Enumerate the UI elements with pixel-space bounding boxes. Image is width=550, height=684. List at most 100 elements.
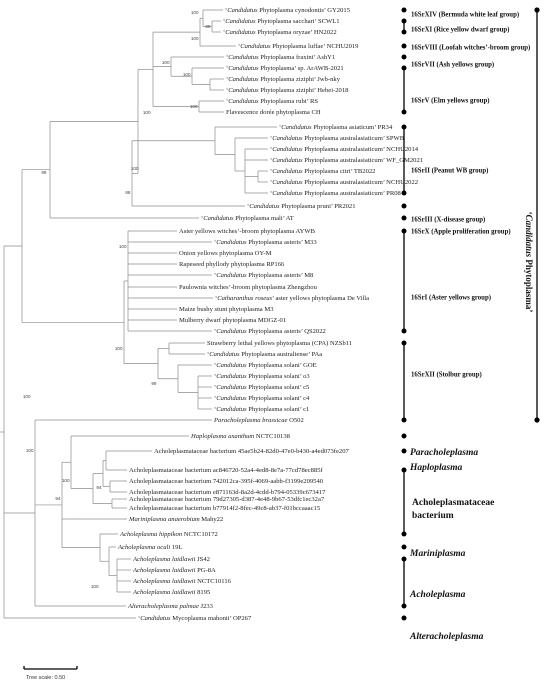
subgroup-label: 16SrI (Aster yellows group) xyxy=(411,294,491,301)
bootstrap-value: 100 xyxy=(191,10,199,15)
genus-bracket-dot xyxy=(401,615,407,621)
phytoplasma-clade-label: ‘Candidatus Phytoplasma’ xyxy=(524,212,534,313)
subgroup-bracket-dot xyxy=(401,340,407,346)
genus-bracket-dot xyxy=(401,531,407,537)
leaf-label: ‘Candidatus Phytoplasma australasiaticum… xyxy=(270,179,418,186)
leaf-label: ‘Candidatus Phytoplasma ziziphi’ Hebei-2… xyxy=(226,87,349,94)
leaf-label: ‘Candidatus Phytoplasma solani’ o3 xyxy=(214,373,310,380)
bootstrap-value: 94 xyxy=(96,485,102,490)
subgroup-bracket-dot xyxy=(401,203,407,209)
subgroup-bracket-dot xyxy=(401,109,407,115)
leaf-label: Acholeplasma laidlawii NCTC10116 xyxy=(132,578,232,585)
subgroup-label: 16SrXI (Rice yellow dwarf group) xyxy=(411,26,509,33)
genus-bracket-dot xyxy=(401,448,407,454)
bootstrap-labels: 1008910010010010010010088991001009910010… xyxy=(23,10,211,589)
leaf-label: ‘Candidatus Phytoplasma luffae’ NCHU2019 xyxy=(238,43,359,50)
leaf-label: ‘Candidatus Mycoplasma mahonii’ OP267 xyxy=(138,615,252,622)
subgroup-label: 16SrXIV (Bermuda white leaf group) xyxy=(411,11,519,18)
subgroup-bracket-dot xyxy=(401,417,407,423)
leaf-label: ‘Candidatus Phytoplasma solani’ c5 xyxy=(214,384,310,391)
bootstrap-value: 99 xyxy=(151,381,157,386)
leaf-label: ‘Candidatus Phytoplasma asteris’ M8 xyxy=(214,272,314,279)
leaf-label: ‘Candidatus Phytoplasma asteris’ QS2022 xyxy=(214,328,326,335)
leaf-label: ‘Candidatus Phytoplasma mali’ AT xyxy=(201,215,294,222)
subgroup-bracket-dot xyxy=(401,190,407,196)
leaf-label: Mariniplasma anaerobium Mahy22 xyxy=(128,516,223,523)
subgroup-bracket-dot xyxy=(401,43,407,49)
leaf-label: ‘Candidatus Phytoplasma australasiaticum… xyxy=(270,190,402,197)
leaf-label: Maize bushy stunt phytoplasma M3 xyxy=(179,306,274,313)
subgroup-label: 16SrII (Peanut WB group) xyxy=(411,167,488,174)
subgroup-label: 16SrX (Apple proliferation group) xyxy=(411,228,511,235)
leaf-label: ‘Candidatus Phytoplasma fraxini’ AshY1 xyxy=(226,54,335,61)
group-bars xyxy=(401,7,540,621)
leaf-label: Acholeplasma oculi 19L xyxy=(117,544,182,551)
leaf-label: ‘Candidatus Phytoplasma’ sp. ArAWB-2021 xyxy=(226,65,344,72)
bootstrap-value: 100 xyxy=(62,478,70,483)
bootstrap-value: 100 xyxy=(131,166,139,171)
bootstrap-value: 100 xyxy=(143,110,151,115)
leaf-label: ‘Candidatus Phytoplasma australasiaticum… xyxy=(270,135,405,142)
leaf-label: Paulownia witches’-broom phytoplasma Zhe… xyxy=(179,284,318,291)
leaf-label: Onion yellows phytoplasma OY-M xyxy=(179,250,272,257)
leaf-label: ‘Candidatus Phytoplasma rubi’ RS xyxy=(226,98,318,105)
leaf-label: ‘Candidatus Phytoplasma cynodontis’ GY20… xyxy=(225,7,351,14)
subgroup-label: 16SrV (Elm yellows group) xyxy=(411,97,489,104)
leaf-label: Flavescence dorée phytoplasma CH xyxy=(226,109,321,116)
leaf-label: Alteracholeplasma palmae J233 xyxy=(127,603,214,610)
leaf-label: ‘Candidatus Phytoplasma australasiaticum… xyxy=(270,157,423,164)
leaf-label: Haploplasma axanthum NCTC10138 xyxy=(190,433,291,440)
bootstrap-value: 100 xyxy=(191,36,199,41)
genus-label-paracholeplasma: Paracholeplasma xyxy=(410,448,478,458)
scale-label: Tree scale: 0.50 xyxy=(26,675,65,681)
leaf-label: ‘Candidatus Phytoplasma australasiaticum… xyxy=(270,146,419,153)
subgroup-bracket-dot xyxy=(401,124,407,130)
genus-label-alteracholeplasma: Alteracholeplasma xyxy=(409,632,484,642)
leaf-label: ‘Candidatus Phytoplasma oryzae’ HN2022 xyxy=(223,29,337,36)
leaf-label: Acholeplasma laidlawii PG-8A xyxy=(132,567,216,574)
leaf-label: Acholeplasma laidlawii JS42 xyxy=(132,556,210,563)
leaf-label: Acholeplasmataceae bacterium b77914f2-8f… xyxy=(129,505,321,512)
leaf-label: ‘Candidatus Phytoplasma solani’ c4 xyxy=(214,395,310,402)
subgroup-bracket-dot xyxy=(401,18,407,24)
subgroup-label: 16SrIII (X-disease group) xyxy=(411,216,485,223)
leaf-label: Acholeplasmataceae bacterium ac846720-52… xyxy=(129,467,323,474)
subgroup-bracket-dot xyxy=(401,54,407,60)
bootstrap-value: 100 xyxy=(115,346,123,351)
leaf-label: Acholeplasmataceae bacterium 742012ca-39… xyxy=(129,478,324,485)
genus-label-mariniplasma: Mariniplasma xyxy=(409,549,466,559)
bootstrap-value: 100 xyxy=(26,448,34,453)
genus-bracket-dot xyxy=(401,603,407,609)
subgroup-bracket-dot xyxy=(401,29,407,35)
leaf-label: ‘Catharanthus roseus’ aster yellows phyt… xyxy=(215,295,369,302)
genus-bracket-dot xyxy=(401,556,407,562)
bootstrap-value: 88 xyxy=(125,190,131,195)
leaf-labels: ‘Candidatus Phytoplasma cynodontis’ GY20… xyxy=(117,7,423,622)
subgroup-bracket-dot xyxy=(401,65,407,71)
leaf-label: Acholeplasmataceae bacterium 45ae5b24-82… xyxy=(154,448,350,455)
leaf-label: Acholeplasma hippikon NCTC10172 xyxy=(119,531,218,538)
leaf-label: Paracholeplasma brassicae O502 xyxy=(213,417,304,424)
leaf-label: Acholeplasmataceae bacterium e871163d-8a… xyxy=(129,489,326,496)
group-labels: 16SrXIV (Bermuda white leaf group) 16SrXI… xyxy=(411,11,530,378)
subgroup-bracket-dot xyxy=(401,215,407,221)
bootstrap-value: 100 xyxy=(162,60,170,65)
leaf-label: ‘Candidatus Phytoplasma solani’ c1 xyxy=(214,406,309,413)
genus-bracket-dot xyxy=(401,467,407,473)
bootstrap-value: 100 xyxy=(183,72,191,77)
leaf-label: Acholeplasmataceae bacterium 79d27305-d3… xyxy=(129,496,325,503)
leaf-label: Mulberry dwarf phytoplasma MDGZ-01 xyxy=(179,317,286,324)
bootstrap-value: 89 xyxy=(205,24,211,29)
phytoplasma-bracket-dot xyxy=(534,7,540,13)
genus-bracket-dot xyxy=(401,544,407,550)
leaf-label: ‘Candidatus Phytoplasma asiaticum’ PR34 xyxy=(279,124,393,131)
leaf-label: Strawberry lethal yellows phytoplasma (C… xyxy=(207,340,352,347)
leaf-label: Acholeplasma laidlawii 8195 xyxy=(132,589,211,596)
bootstrap-value: 100 xyxy=(91,584,99,589)
subgroup-label: 16SrXII (Stolbur group) xyxy=(411,371,482,378)
genus-label-acholeplasma: Acholeplasma xyxy=(409,590,466,600)
genus-label-bacterium: bacterium xyxy=(412,511,454,521)
bootstrap-value: 94 xyxy=(55,496,61,501)
genus-label-acholeplasmataceae: Acholeplasmataceae xyxy=(412,498,494,508)
subgroup-bracket-dot xyxy=(401,228,407,234)
